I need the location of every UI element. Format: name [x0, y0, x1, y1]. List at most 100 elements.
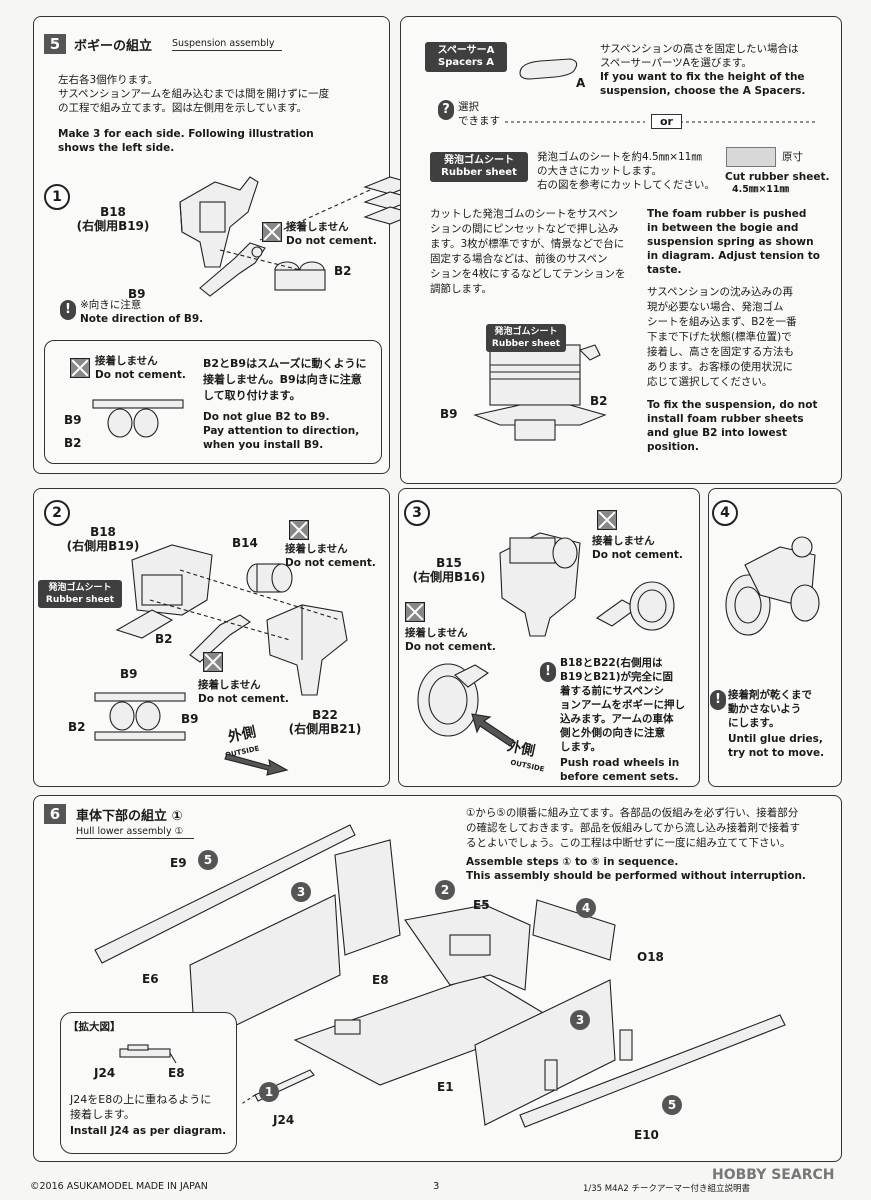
spacers-text-en: If you want to fix the height of the sus… [600, 71, 806, 97]
warning-icon: ! [710, 690, 726, 710]
enlarge-j24-label: J24 [94, 1066, 116, 1080]
enlarge-text-jp: J24をE8の上に重ねるように 接着します。 [70, 1093, 212, 1121]
sub2-b9-label: B9 [120, 667, 138, 681]
e1-label: E1 [437, 1080, 454, 1094]
sub1-b18-label: B18 (右側用B19) [76, 205, 150, 233]
hull-assembly-drawing [94, 824, 786, 1128]
sub3-no-cement2-en: Do not cement. [405, 641, 496, 653]
step6-title-jp: 車体下部の組立 ① [76, 809, 183, 824]
rubber-fix-jp: サスペンションの沈み込みの再 現が必要ない場合、発泡ゴム シートを組み込まず、B… [647, 286, 797, 388]
choice-icon: ? [438, 100, 454, 120]
rubber-body-jp: カットした発泡ゴムのシートをサスペン ションの間にピンセットなどで押し込み ます… [430, 208, 626, 295]
sub3-bogie-drawing [499, 532, 581, 637]
choice-text-jp: 選択 できます [458, 101, 500, 127]
seq-1: 1 [259, 1082, 279, 1102]
e6-label: E6 [142, 972, 159, 986]
or-label: or [651, 114, 682, 129]
rubber-b9-label: B9 [440, 407, 458, 421]
rubber-body-en: The foam rubber is pushed in between the… [647, 208, 820, 276]
or-divider [505, 121, 815, 123]
sub3-outside-arrow [471, 713, 515, 747]
e9-label: E9 [170, 856, 187, 870]
sub2-b9-b2-drawing [94, 692, 186, 741]
enlarge-text-en: Install J24 as per diagram. [70, 1125, 227, 1137]
rubber-diagram-tag: 発泡ゴムシート Rubber sheet [486, 324, 566, 352]
enlarge-drawing [119, 1044, 177, 1064]
sub3-no-cement1-en: Do not cement. [592, 549, 683, 561]
sub2-b2-label: B2 [155, 632, 173, 646]
no-cement-icon [289, 520, 309, 540]
sub4-note-jp: 接着剤が乾くまで 動かさないよう にします。 [728, 689, 812, 729]
e5-label: E5 [473, 898, 490, 912]
rubber-actual-size-rect [726, 147, 776, 167]
rubber-cut-size: 4.5㎜×11㎜ [732, 184, 790, 195]
seq-2: 2 [435, 880, 455, 900]
sub2-bogie-drawing [115, 544, 213, 639]
sub3-wheel-left-drawing [417, 663, 490, 737]
rubber-sheet-tag: 発泡ゴムシート Rubber sheet [430, 152, 528, 182]
sub1-arm-drawing [199, 242, 266, 297]
sub3-note-en: Push road wheels in before cement sets. [560, 757, 680, 783]
footer-copyright: ©2016 ASUKAMODEL MADE IN JAPAN [30, 1181, 208, 1192]
sub1-note-jp: ※向きに注意 [80, 299, 142, 311]
footer-product: 1/35 M4A2 チークアーマー付き組立説明書 [583, 1184, 750, 1194]
footer-watermark: HOBBY SEARCH [712, 1167, 835, 1183]
sub4-panel [708, 488, 842, 787]
inset-b9-b2-drawing [92, 399, 184, 438]
no-cement-icon [405, 602, 425, 622]
no-cement-icon [262, 222, 282, 242]
sub2-b18-label: B18 (右側用B19) [66, 525, 140, 553]
step6-text-en: Assemble steps ① to ⑤ in sequence. This … [466, 856, 806, 882]
j24-label: J24 [273, 1113, 295, 1127]
warning-icon: ! [60, 300, 76, 320]
sub1-note-en: Note direction of B9. [80, 313, 204, 325]
enlarge-inset [60, 1012, 237, 1154]
sub2-no-cement2-en: Do not cement. [198, 693, 289, 705]
step5-number: 5 [44, 34, 66, 54]
sub2-no-cement1-jp: 接着しません [285, 543, 348, 555]
sub1-b2-label: B2 [334, 264, 352, 278]
step6-text-jp: ①から⑤の順番に組み立てます。各部品の仮組みを必ず行い、接着部分 の確認をしてお… [466, 807, 801, 849]
e8-label: E8 [372, 973, 389, 987]
sub3-wheel-right-drawing [595, 581, 675, 631]
sub2-b22-label: B22 (右側用B21) [288, 708, 362, 736]
spacers-text-jp: サスペンションの高さを固定したい場合は スペーサーパーツAを選びます。 [600, 43, 799, 69]
sub2-b14-drawing [246, 563, 293, 593]
step5-title-en: Suspension assembly [172, 38, 282, 51]
rubber-text-jp: 発泡ゴムのシートを約4.5㎜×11㎜ の大きさにカットします。 右の図を参考にカ… [537, 151, 715, 191]
no-cement-icon [70, 358, 90, 378]
seq-3-right: 3 [570, 1010, 590, 1030]
spacers-tag: スペーサーA Spacers A [425, 42, 507, 72]
sub2-b14-label: B14 [232, 536, 258, 550]
sub1-inset-box [44, 340, 382, 464]
sub1-no-cement-jp: 接着しません [286, 221, 349, 233]
sub2-b22-drawing [266, 604, 348, 696]
seq-5-top: 5 [198, 850, 218, 870]
sub3-no-cement2-jp: 接着しません [405, 627, 468, 639]
rubber-b2-label: B2 [590, 394, 608, 408]
sub2-rubber-tag: 発泡ゴムシート Rubber sheet [38, 580, 122, 608]
sub3-note-jp: B18とB22(右側用は B19とB21)が完全に固 着する前にサスペンシ ョン… [560, 657, 686, 753]
footer-page-number: 3 [433, 1181, 440, 1192]
sub4-assembled-drawing [725, 536, 820, 636]
step6-number: 6 [44, 804, 66, 824]
rubber-cut-en: Cut rubber sheet. [725, 171, 830, 183]
inset-no-cement-jp: 接着しません [95, 355, 158, 367]
inset-b9-label: B9 [64, 413, 82, 427]
o18-label: O18 [637, 950, 664, 964]
seq-3-left: 3 [291, 882, 311, 902]
sub3-b15-label: B15 (右側用B16) [412, 556, 486, 584]
inset-text-jp: B2とB9はスムーズに動くように 接着しません。B9は向きに注意 して取り付けま… [203, 357, 367, 402]
enlarge-title: 【拡大図】 [68, 1021, 121, 1033]
sub1-bogie-drawing [179, 176, 259, 268]
no-cement-icon [203, 652, 223, 672]
sub1-b9-label: B9 [128, 287, 146, 301]
sub2-guide-lines [149, 569, 341, 641]
sub3-no-cement1-jp: 接着しません [592, 535, 655, 547]
seq-5-bottom: 5 [662, 1095, 682, 1115]
sub2-no-cement2-jp: 接着しません [198, 679, 261, 691]
sub2-b2b-label: B2 [68, 720, 86, 734]
sub2-outside-arrow [224, 753, 289, 776]
sub2-no-cement1-en: Do not cement. [285, 557, 376, 569]
sub2-b9b-label: B9 [181, 712, 199, 726]
